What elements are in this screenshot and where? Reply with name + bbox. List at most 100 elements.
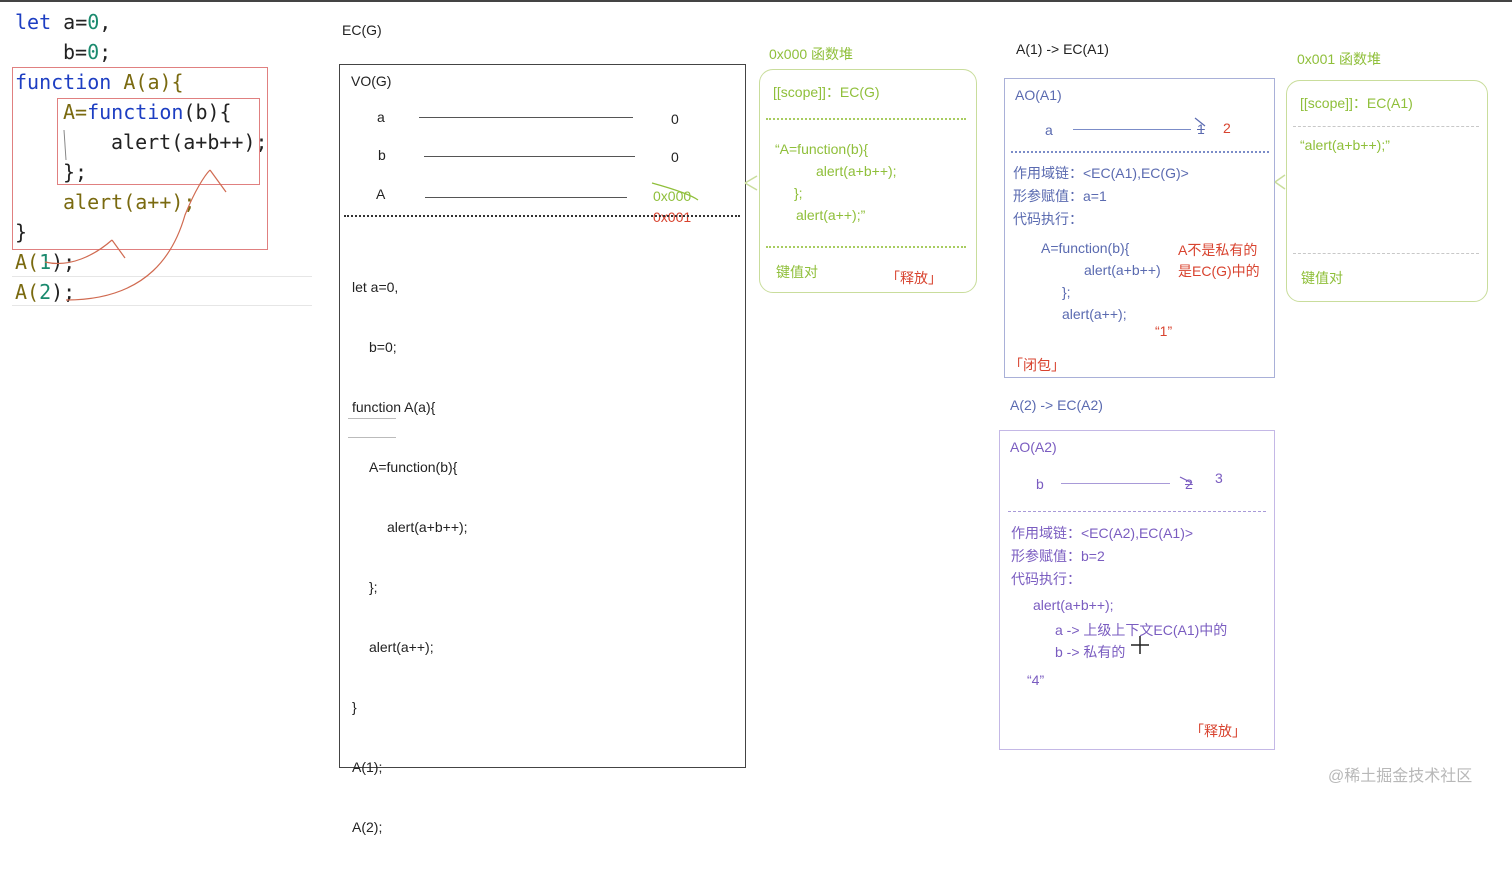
closure-label: 「闭包」 [1009,357,1065,373]
ao-a2-divider [1008,511,1266,512]
eca2-title: A(2) -> EC(A2) [1010,397,1103,413]
heap0-code-line: alert(a++);” [796,207,866,223]
heap0-release-label: 「释放」 [886,270,942,286]
pointer-arrow-icon [744,175,758,191]
heap1-box: [[scope]]：EC(A1) “alert(a+b++);” 键值对 [1286,80,1488,302]
code-text: ; [99,40,112,64]
ao-a2-var-old: 2 [1185,476,1193,492]
code-divider [12,276,312,277]
ecg-code-line: A(1); [352,759,383,775]
heap1-code: “alert(a+b++);” [1300,137,1390,153]
vo-title: VO(G) [351,73,392,89]
ecg-code-line: A(2); [352,819,383,835]
eca2-box: AO(A2) b 2 3 作用域链：<EC(A2),EC(A1)> 形参赋值：b… [999,430,1275,750]
ao-a1-divider [1011,151,1269,153]
code-divider [12,305,312,306]
ecg-code-line: }; [369,579,378,595]
underline [348,418,396,419]
ao-a1-code-line: alert(a++); [1062,306,1127,322]
ecg-code-line: b=0; [369,339,397,355]
heap1-scope: [[scope]]：EC(A1) [1300,95,1413,111]
function-a-highlight [12,67,268,250]
inner-function-highlight [57,98,260,185]
code-text: A= [63,100,88,124]
ao-a1-exec: 代码执行： [1013,211,1083,227]
var-line [424,156,635,157]
ao-a2-var-new: 3 [1215,470,1223,486]
ecg-code-line: alert(a++); [369,639,434,655]
code-number: 0 [87,10,100,34]
var-name-a: a [377,109,385,125]
ecg-code-line: let a=0, [352,279,399,295]
ecg-code-line: function A(a){ [352,399,436,415]
heap0-code-line: “A=function(b){ [775,141,868,157]
ao-a2-var-name: b [1036,476,1044,492]
ao-a2-a-note: a -> 上级上下文EC(A1)中的 [1055,622,1228,638]
var-line [425,197,627,198]
code-text: (b){ [183,100,232,124]
ao-a1-param: 形参赋值：a=1 [1013,188,1107,204]
crosshair-cursor-icon [1131,636,1149,654]
heap0-code-line: alert(a+b++); [816,163,897,179]
var-name-A: A [376,186,386,202]
ao-a1-var-line [1073,129,1191,130]
ao-a2-param: 形参赋值：b=2 [1011,548,1105,564]
code-text: A( [15,280,40,304]
pointer-arrow-icon [1274,174,1286,190]
heap0-divider [766,118,966,120]
ao-a2-b-note: b -> 私有的 [1055,644,1126,660]
arrow-call-2 [65,169,211,301]
var-value-a: 0 [671,111,679,127]
ao-a1-note-line: A不是私有的 [1178,242,1258,258]
code-line-3: function A(a){ [15,67,184,97]
code-line-1: let a=0, [15,7,111,37]
ecg-title: EC(G) [342,22,382,38]
ao-a1-code-line: alert(a+b++) [1084,262,1161,278]
var-value-A-new: 0x001 [653,209,692,225]
code-text: A( [15,250,40,274]
code-line-7: alert(a++); [63,190,196,214]
heap0-scope: [[scope]]：EC(G) [773,84,880,100]
arrow-head [209,169,227,193]
heap0-code-line: }; [794,185,803,201]
ao-a1-note-line: 是EC(G)中的 [1178,263,1260,279]
ao-a2-scope-chain: 作用域链：<EC(A2),EC(A1)> [1011,525,1194,541]
code-number: 0 [87,40,100,64]
heap0-kv-label: 键值对 [776,264,818,280]
strike-mark-icon [651,182,699,201]
ao-a2-title: AO(A2) [1010,439,1057,455]
ecg-code-line: } [352,699,357,715]
arrow-call-1 [44,239,113,264]
heap1-title: 0x001 函数堆 [1297,51,1382,67]
code-keyword: function [87,100,184,124]
heap1-divider [1293,253,1479,254]
code-line-8: } [15,220,28,244]
ecg-code-line: alert(a+b++); [387,519,468,535]
top-border [0,0,1512,2]
code-text: b= [63,40,88,64]
heap1-divider [1293,126,1479,127]
strike-mark-icon [1194,117,1206,127]
strike-mark-icon [1179,476,1193,484]
code-line-4: A=function(b){ [63,97,232,127]
code-text: A(a){ [111,70,184,94]
code-text: a= [51,10,88,34]
ao-a1-scope-chain: 作用域链：<EC(A1),EC(G)> [1013,165,1189,181]
code-keyword: let [15,10,52,34]
heap0-divider [766,246,966,248]
ao-a2-exec: 代码执行： [1011,571,1081,587]
code-keyword: function [15,70,112,94]
heap0-code: “A=function(b){ alert(a+b++); }; alert(a… [775,138,897,226]
ao-a2-code: alert(a+b++); [1033,597,1114,613]
heap0-title: 0x000 函数堆 [769,46,854,62]
ao-a2-output: “4” [1027,672,1045,688]
cursor-mark [63,129,67,161]
ao-a1-var-name: a [1045,122,1053,138]
underline [348,437,396,438]
var-name-b: b [378,147,386,163]
heap1-kv-label: 键值对 [1301,270,1343,286]
code-number: 2 [39,280,52,304]
heap0-box: [[scope]]：EC(G) “A=function(b){ alert(a+… [759,69,977,293]
ecg-code-line: A=function(b){ [369,459,458,475]
code-line-5: alert(a+b++); [111,130,268,154]
